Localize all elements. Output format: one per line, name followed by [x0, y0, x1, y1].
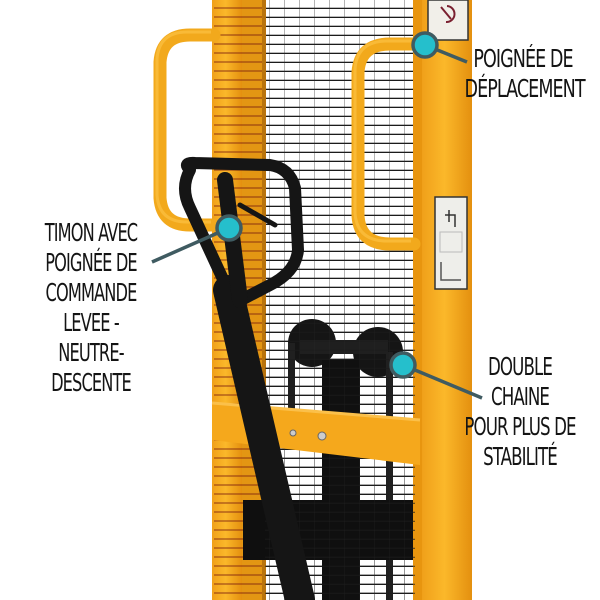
annotation-line: COMMANDE — [45, 278, 138, 307]
right-handle — [351, 37, 421, 251]
annotation-line: STABILITÉ — [483, 442, 558, 471]
annotation-double-chaine: DOUBLE CHAINE POUR PLUS DE STABILITÉ — [461, 352, 579, 472]
annotation-line: NEUTRE- — [58, 338, 124, 367]
right-mast-post — [413, 0, 472, 600]
annotation-line: POIGNÉE DE — [45, 248, 137, 277]
annotation-line: TIMON AVEC — [44, 218, 138, 247]
annotation-line: DESCENTE — [51, 368, 132, 397]
left-handle — [153, 28, 221, 232]
marker-timon — [215, 214, 243, 242]
annotation-line: DOUBLE — [488, 352, 553, 381]
annotation-line: DÉPLACEMENT — [464, 74, 586, 103]
annotation-timon: TIMON AVEC POIGNÉE DE COMMANDE LEVEE - N… — [34, 218, 148, 398]
annotation-line: POIGNÉE DE — [473, 44, 573, 73]
marker-poignee — [411, 31, 439, 59]
annotation-poignee-deplacement: POIGNÉE DE DÉPLACEMENT — [464, 44, 586, 104]
annotation-line: LEVEE - — [63, 308, 120, 337]
annotation-line: CHAINE — [490, 382, 550, 411]
leader-line-timon — [151, 226, 230, 264]
leader-line-chaine — [402, 363, 483, 400]
marker-chaine — [389, 351, 417, 379]
annotation-line: POUR PLUS DE — [464, 412, 576, 441]
